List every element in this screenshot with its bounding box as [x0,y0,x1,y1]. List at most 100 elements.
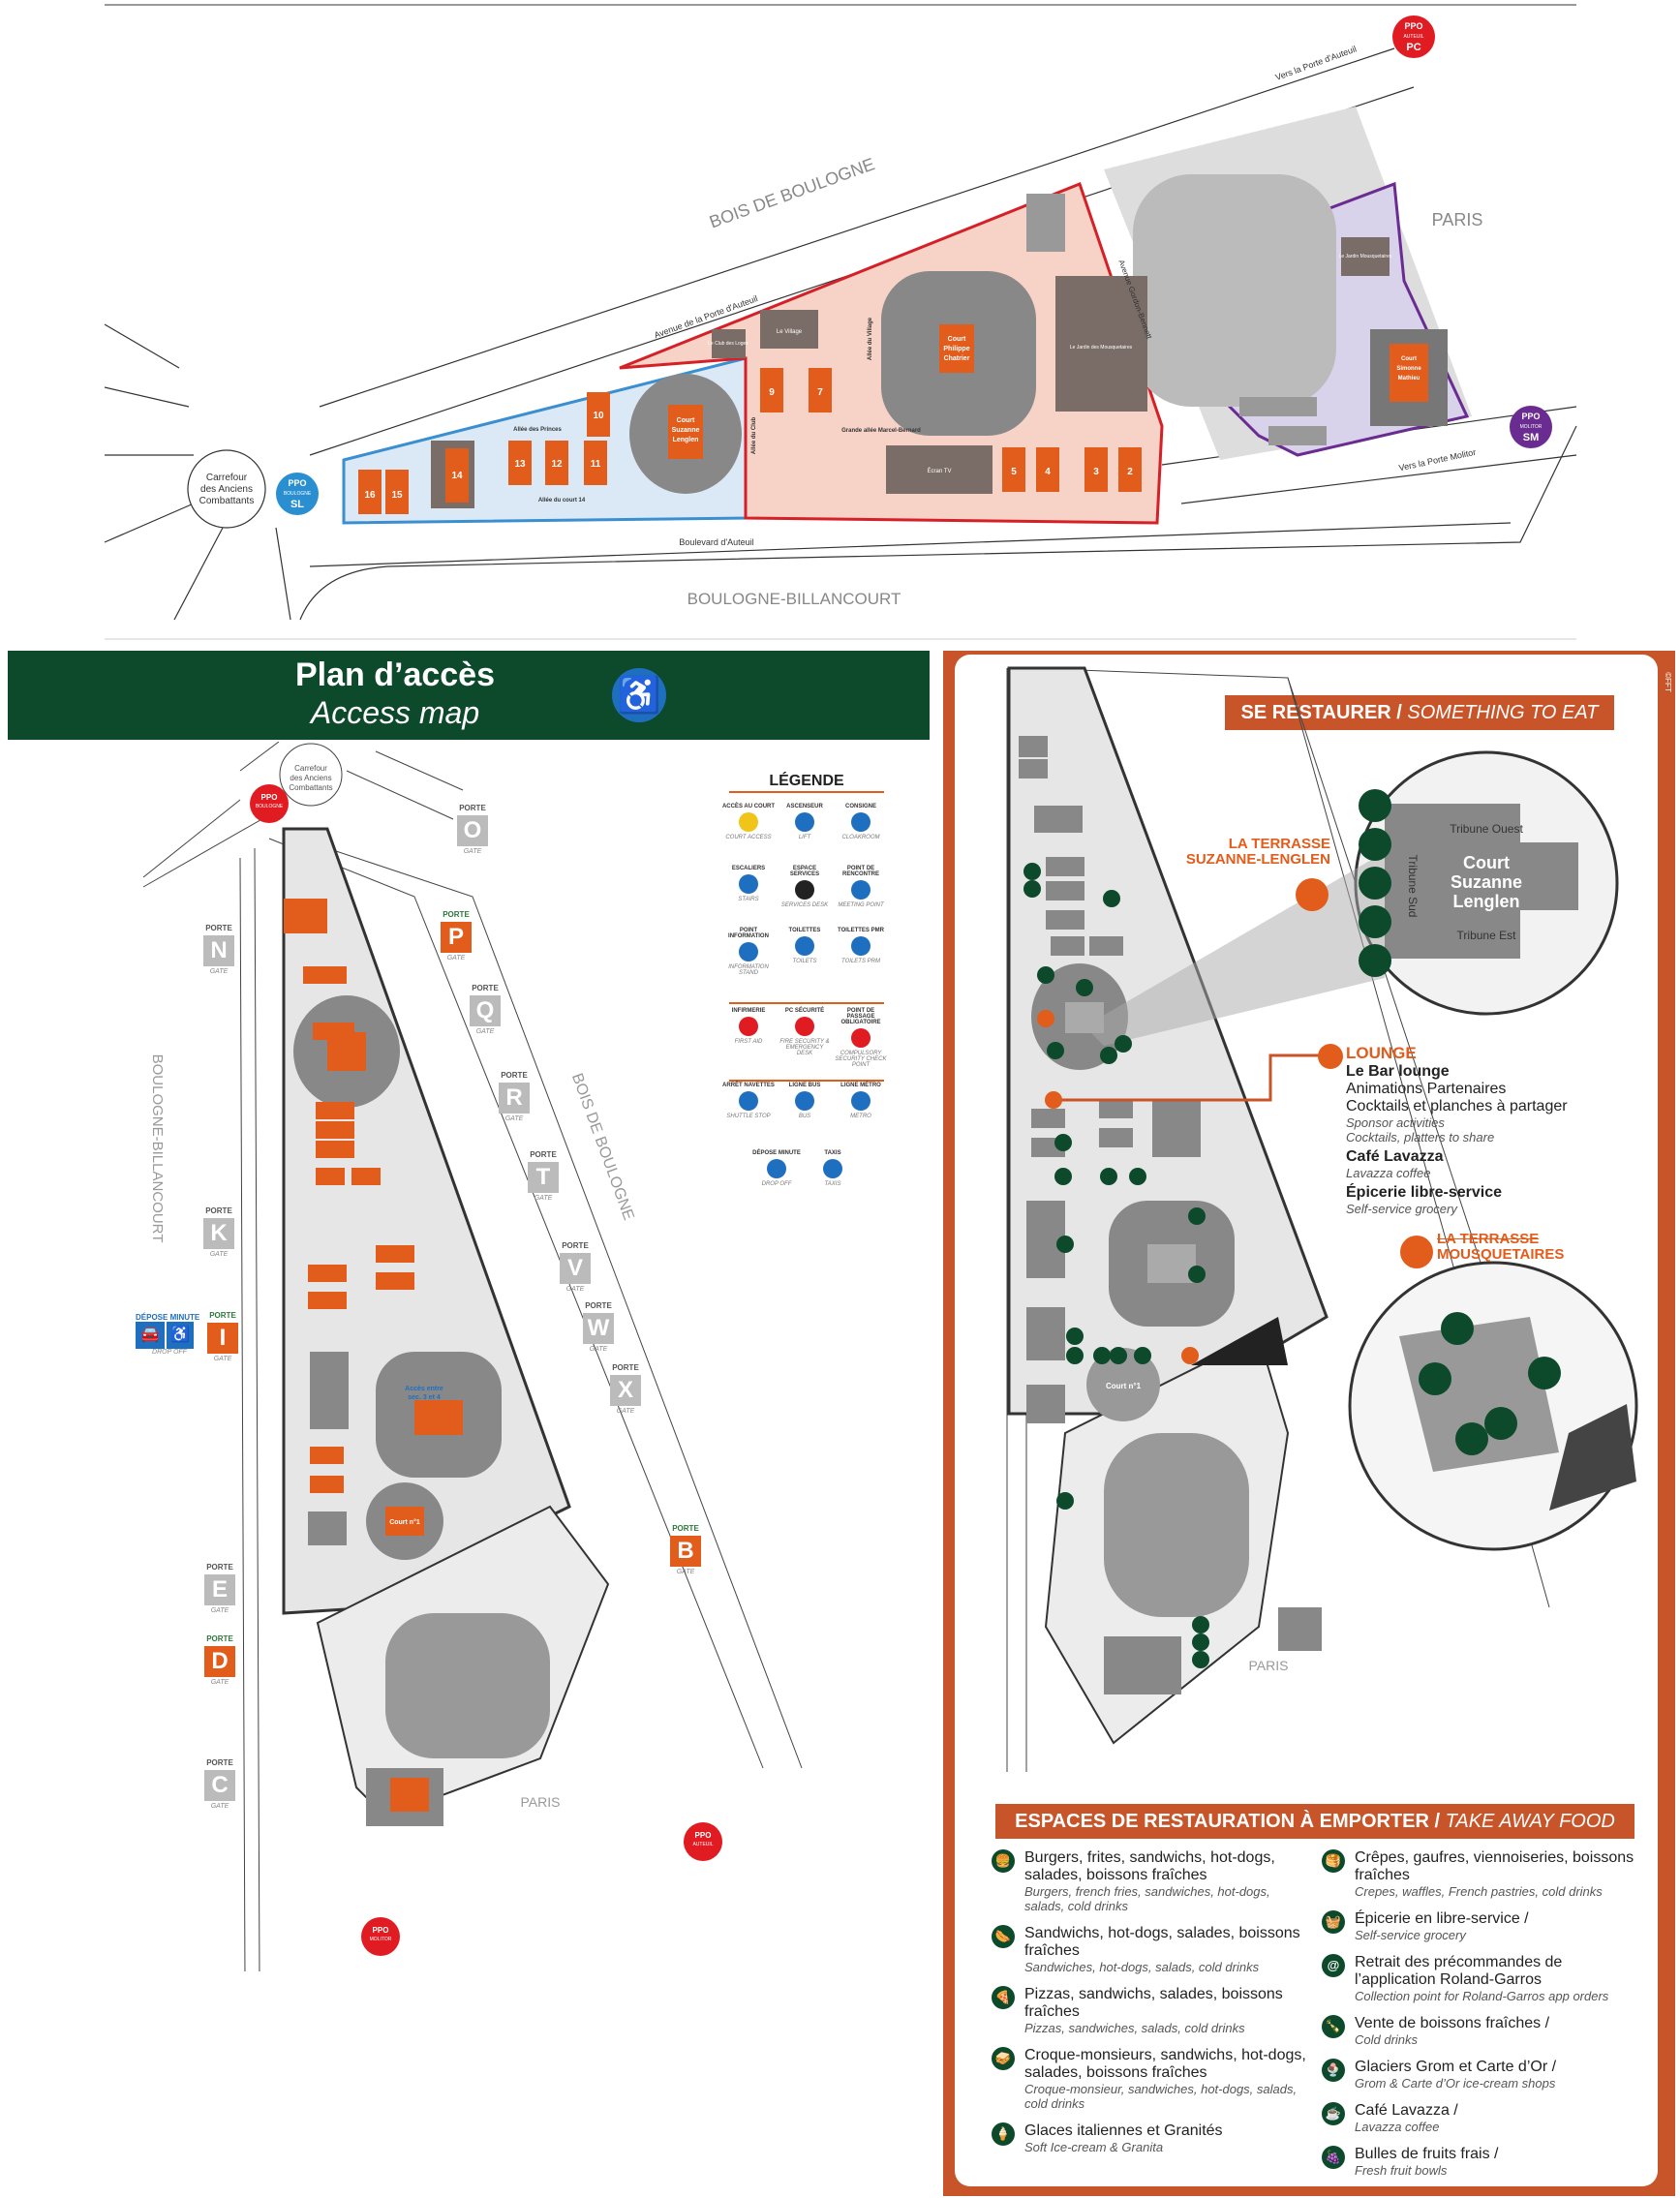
takeaway-item: 🍇Bulles de fruits frais /Fresh fruit bow… [1322,2146,1641,2178]
access-bois-label: BOIS DE BOULOGNE [568,1071,637,1222]
legend-icon [795,812,814,832]
court-9-label: 9 [769,387,775,398]
legend-label: CONSIGNE [844,804,876,809]
eat-court1-stadium [1086,1348,1160,1421]
takeaway-en: Crepes, waffles, French pastries, cold d… [1355,1884,1603,1899]
gate-k-button[interactable]: K [203,1218,234,1249]
gate-n-button[interactable]: N [203,935,234,966]
legend-label: TOILETTES [788,928,821,933]
court-4-label: 4 [1045,467,1051,477]
court-2-label: 2 [1127,467,1133,477]
takeaway-item: 🍕Pizzas, sandwichs, salades, boissons fr… [992,1986,1311,2035]
gate-porte-label: PORTE [206,1634,233,1643]
gate-r-button[interactable]: R [499,1083,530,1114]
access-ppo-boulogne[interactable]: PPO BOULOGNE [250,784,289,823]
legend-label: TAXIS [824,1150,841,1157]
eat-map: Court n°1 PARIS Tribune Ouest Tribune Es… [1006,666,1638,1772]
gate-c-button[interactable]: C [204,1770,235,1801]
mathieu-stadium-area [1133,174,1336,407]
legend-icon [795,1017,814,1037]
eat-paris-label: PARIS [1249,1658,1289,1673]
gate-x-button[interactable]: X [610,1375,641,1406]
gate-en-label: GATE [463,848,482,855]
terrasse-mousquetaires-icon [1400,1236,1433,1268]
mathieu-court-access [390,1778,429,1812]
mathieu-label-2: Simonne [1396,366,1421,372]
lenglen-court [668,405,703,459]
gate-p-button[interactable]: P [441,922,472,953]
gate-en-label: GATE [475,1028,495,1035]
gate-w-button[interactable]: W [583,1313,614,1344]
svg-text:SL: SL [290,499,304,510]
access-ppo-auteuil[interactable]: PPO AUTEUIL [684,1822,722,1861]
legend-label: PC SÉCURITÉ [784,1008,825,1015]
legend-label: POINT INFORMATION [728,928,769,939]
gate-d-button[interactable]: D [204,1646,235,1677]
gate-b-button[interactable]: B [670,1536,701,1567]
le-club-label: Le Club des Loges [708,341,748,347]
legend-label-en: LIFT [798,835,811,840]
svg-text:SM: SM [1523,432,1540,443]
legend-icon [851,880,871,900]
court1-label: Court n°1 [389,1518,420,1526]
legend-label: ASCENSEUR [786,804,823,809]
legend-icon [851,1091,871,1111]
terrasse-lenglen-line2: SUZANNE-LENGLEN [1185,851,1330,868]
le-village-label: Le Village [777,329,803,335]
legend-label: INFIRMERIE [731,1008,766,1015]
legend-label-en: TOILETS [792,959,817,964]
carrefour-roundabout [187,449,266,529]
takeaway-fr: Pizzas, sandwichs, salades, boissons fra… [1024,1986,1283,2020]
food-icon: 🌭 [992,1925,1015,1948]
lounge-cafe: Café Lavazza [1346,1148,1444,1165]
eat-title-en: SOMETHING TO EAT [1407,702,1599,723]
gate-v-button[interactable]: V [560,1253,591,1284]
acces-note-2: sec. 3 et 4 [408,1394,441,1401]
access-map: Carrefour des Anciens Combattants Court … [142,742,884,1971]
svg-text:BOULOGNE: BOULOGNE [256,804,284,809]
takeaway-en: Soft Ice-cream & Granita [1024,2140,1164,2154]
court-blocks [358,368,1142,514]
gate-en-label: GATE [504,1115,524,1122]
legend-label-en: FIRST AID [734,1039,763,1046]
takeaway-fr: Crêpes, gaufres, viennoiseries, boissons… [1355,1849,1634,1883]
ppo-sl-badge[interactable]: PPO BOULOGNE SL [276,473,319,515]
gate-q-button[interactable]: Q [470,995,501,1026]
legend-label-en: DROP OFF [761,1181,792,1188]
takeaway-en: Pizzas, sandwiches, salads, cold drinks [1024,2021,1245,2035]
zoom-court-label-1: Court [1463,853,1510,872]
legend-label-en: SHUTTLE STOP [726,1114,771,1119]
gate-en-label: GATE [210,1803,229,1810]
legend-label-en: TAXIS [824,1181,841,1188]
gate-e-button[interactable]: E [204,1574,235,1605]
ppo-sm-badge[interactable]: PPO MOLITOR SM [1510,406,1552,448]
takeaway-fr: Retrait des précommandes de l’applicatio… [1355,1954,1563,1988]
terrasse-mousquetaires-line2: MOUSQUETAIRES [1437,1246,1565,1263]
svg-text:PPO: PPO [288,478,306,488]
gate-i-button[interactable]: I [207,1323,238,1354]
access-ppo-molitor[interactable]: PPO MOLITOR [361,1917,400,1956]
chatrier-label-2: Philippe [943,346,969,352]
carrefour-label-3: Combattants [199,496,255,506]
gate-en-label: GATE [565,1286,585,1293]
mathieu-zone-access [385,1613,550,1758]
lounge-block: LOUNGE Le Bar lounge Animations Partenai… [1346,1044,1636,1216]
svg-text:BOULOGNE: BOULOGNE [284,491,312,497]
access-carrefour-2: des Anciens [290,774,331,782]
food-icon: 🍾 [1322,2015,1345,2038]
gate-en-label: GATE [213,1356,232,1362]
legend-label-en: CLOAKROOM [841,835,880,840]
gate-porte-label: PORTE [585,1301,612,1310]
takeaway-item: 🍔Burgers, frites, sandwichs, hot-dogs, s… [992,1849,1311,1913]
gate-t-button[interactable]: T [528,1162,559,1193]
gate-o-button[interactable]: O [457,815,488,846]
gate-en-label: GATE [209,968,229,975]
ppo-pc-badge[interactable]: PPO AUTEUIL PC [1392,15,1435,58]
access-chatrier-court [414,1400,463,1435]
takeaway-en: Self-service grocery [1355,1928,1466,1942]
svg-text:MOLITOR: MOLITOR [370,1937,392,1942]
